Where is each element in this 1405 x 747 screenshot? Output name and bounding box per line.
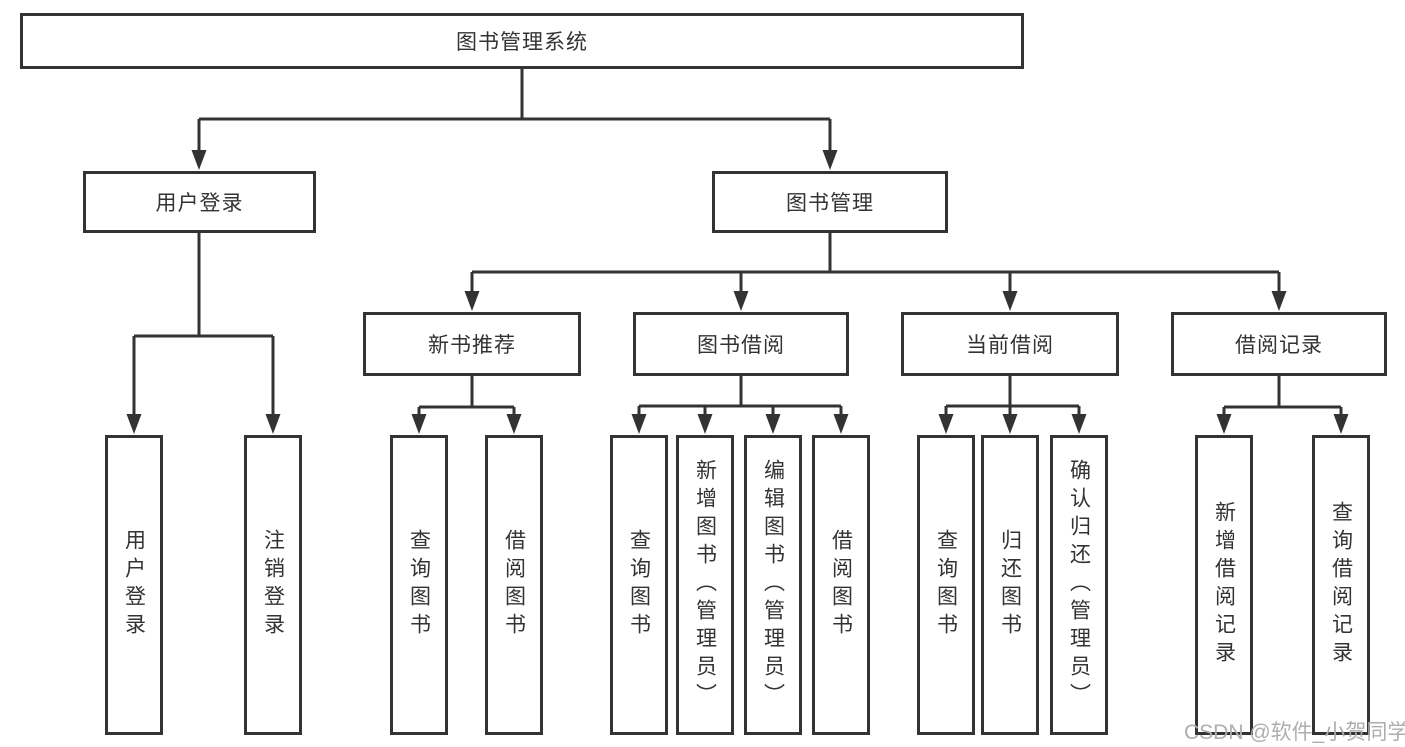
node-library-system-label: 图书管理系统	[456, 31, 588, 54]
leaf-query-books-borrow: 查询图书	[610, 435, 668, 735]
arrowheads-borrow-records	[1216, 414, 1349, 434]
leaf-return-book: 归还图书	[981, 435, 1039, 735]
leaf-edit-book-admin: 编辑图书（管理员）	[744, 435, 802, 735]
leaf-user-login: 用户登录	[105, 435, 163, 735]
node-borrow-records-label: 借阅记录	[1235, 334, 1323, 357]
node-book-borrow-label: 图书借阅	[697, 334, 785, 357]
arrowheads-root	[191, 150, 838, 170]
arrowheads-book-management	[464, 291, 1287, 311]
connector-new-book-recommend	[417, 376, 516, 415]
node-new-book-recommend: 新书推荐	[363, 312, 581, 376]
connector-book-borrow	[637, 376, 843, 415]
connector-book-management	[470, 233, 1281, 292]
node-new-book-recommend-label: 新书推荐	[428, 334, 516, 357]
leaf-confirm-return-admin-label: 确认归还（管理员）	[1067, 459, 1091, 711]
leaf-logout-label: 注销登录	[261, 529, 285, 641]
node-user-login-label: 用户登录	[155, 192, 244, 215]
connector-root	[197, 69, 832, 153]
connector-user-login	[132, 233, 275, 415]
leaf-add-book-admin-label: 新增图书（管理员）	[693, 459, 717, 711]
leaf-query-books-current-label: 查询图书	[934, 529, 958, 641]
leaf-edit-book-admin-label: 编辑图书（管理员）	[761, 459, 785, 711]
leaf-borrow-books: 借阅图书	[812, 435, 870, 735]
leaf-return-book-label: 归还图书	[998, 529, 1022, 641]
connector-current-borrow	[944, 376, 1081, 415]
node-user-login: 用户登录	[83, 171, 316, 233]
node-book-management: 图书管理	[712, 171, 948, 233]
leaf-query-borrow-record-label: 查询借阅记录	[1329, 501, 1353, 669]
arrowheads-new-book-recommend	[411, 414, 522, 434]
leaf-add-book-admin: 新增图书（管理员）	[676, 435, 734, 735]
leaf-add-borrow-record: 新增借阅记录	[1195, 435, 1253, 735]
leaf-query-books-current: 查询图书	[917, 435, 975, 735]
leaf-query-borrow-record: 查询借阅记录	[1312, 435, 1370, 735]
node-borrow-records: 借阅记录	[1171, 312, 1387, 376]
leaf-query-books-borrow-label: 查询图书	[627, 529, 651, 641]
leaf-add-borrow-record-label: 新增借阅记录	[1212, 501, 1236, 669]
leaf-query-books-recommend: 查询图书	[390, 435, 448, 735]
leaf-logout: 注销登录	[244, 435, 302, 735]
node-library-system: 图书管理系统	[20, 13, 1024, 69]
arrowheads-user-login	[126, 414, 281, 434]
connector-borrow-records	[1222, 376, 1343, 415]
node-book-management-label: 图书管理	[786, 192, 874, 215]
leaf-confirm-return-admin: 确认归还（管理员）	[1050, 435, 1108, 735]
leaf-query-books-recommend-label: 查询图书	[407, 529, 431, 641]
node-current-borrow: 当前借阅	[901, 312, 1119, 376]
watermark: CSDN @软件_小贺同学	[1184, 721, 1405, 744]
node-book-borrow: 图书借阅	[633, 312, 849, 376]
arrowheads-current-borrow	[938, 414, 1087, 434]
leaf-borrow-books-recommend-label: 借阅图书	[502, 529, 526, 641]
leaf-user-login-label: 用户登录	[122, 529, 146, 641]
leaf-borrow-books-recommend: 借阅图书	[485, 435, 543, 735]
leaf-borrow-books-label: 借阅图书	[829, 529, 853, 641]
node-current-borrow-label: 当前借阅	[966, 334, 1054, 357]
arrowheads-book-borrow	[631, 414, 849, 434]
